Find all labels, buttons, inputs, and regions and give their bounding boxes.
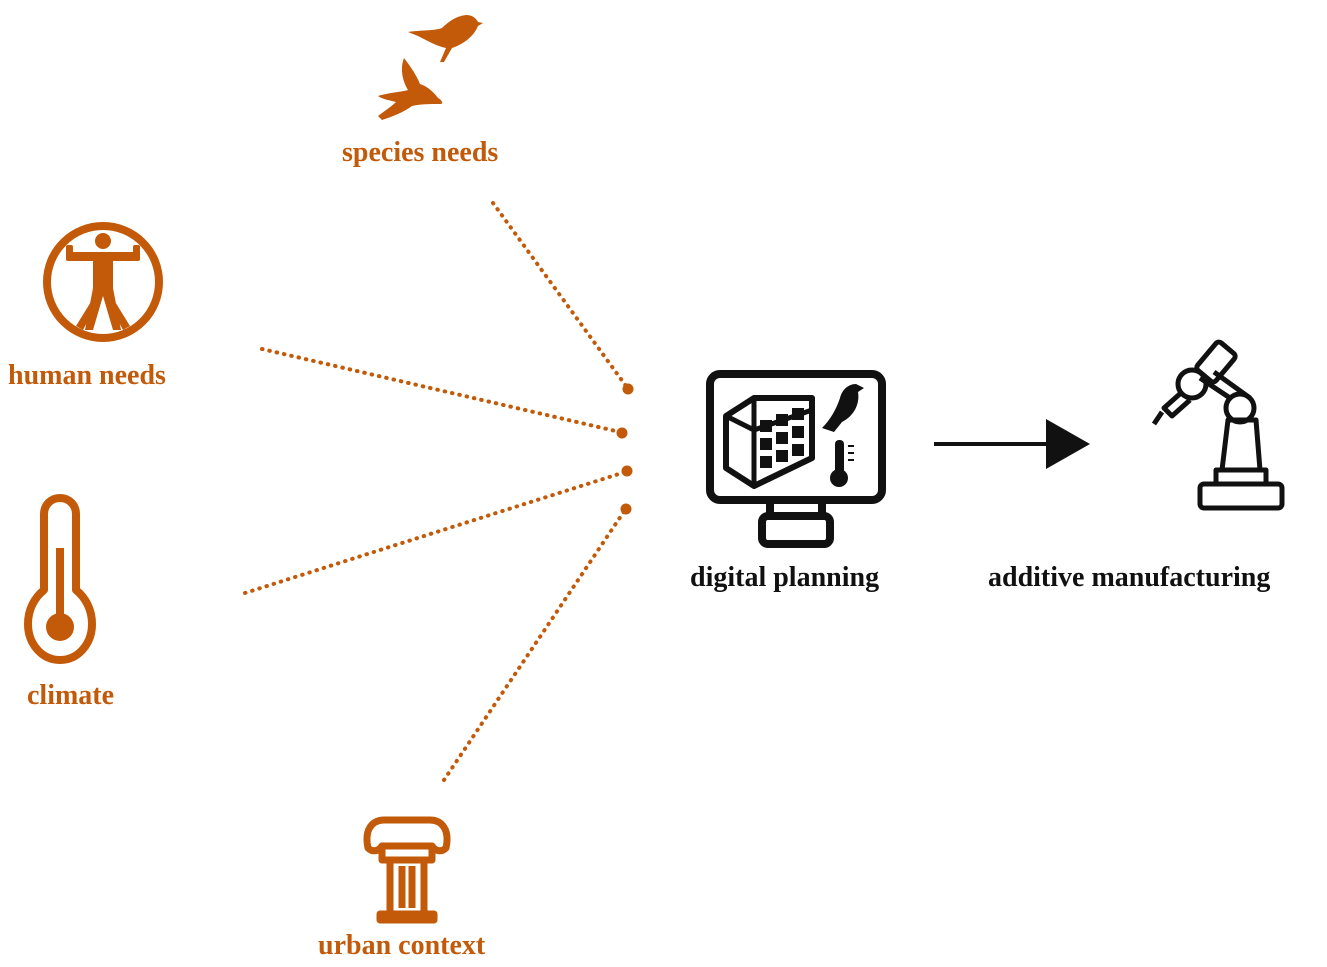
birds-icon [378, 15, 483, 120]
climate-label: climate [27, 680, 115, 711]
vitruvian-man-icon [43, 222, 163, 342]
connector-species [491, 201, 628, 388]
monitor-planning-icon [706, 370, 886, 548]
endpoint-climate [621, 465, 633, 477]
urban-context-label: urban context [318, 930, 486, 961]
endpoint-human [616, 427, 628, 439]
endpoint-urban [620, 503, 632, 515]
endpoint-species [622, 383, 634, 395]
connector-endpoints [616, 383, 634, 515]
connectors [243, 201, 628, 782]
robot-arm-icon [1151, 339, 1285, 511]
additive-manufacturing-label: additive manufacturing [988, 562, 1271, 593]
connector-climate [243, 470, 627, 595]
digital-planning-label: digital planning [690, 562, 880, 593]
human-needs-label: human needs [8, 360, 166, 391]
species-needs-label: species needs [342, 137, 499, 168]
connector-human [260, 347, 622, 434]
column-icon [363, 816, 451, 924]
thermometer-icon [24, 494, 96, 664]
flow-arrow [934, 419, 1090, 469]
connector-urban [442, 508, 627, 782]
